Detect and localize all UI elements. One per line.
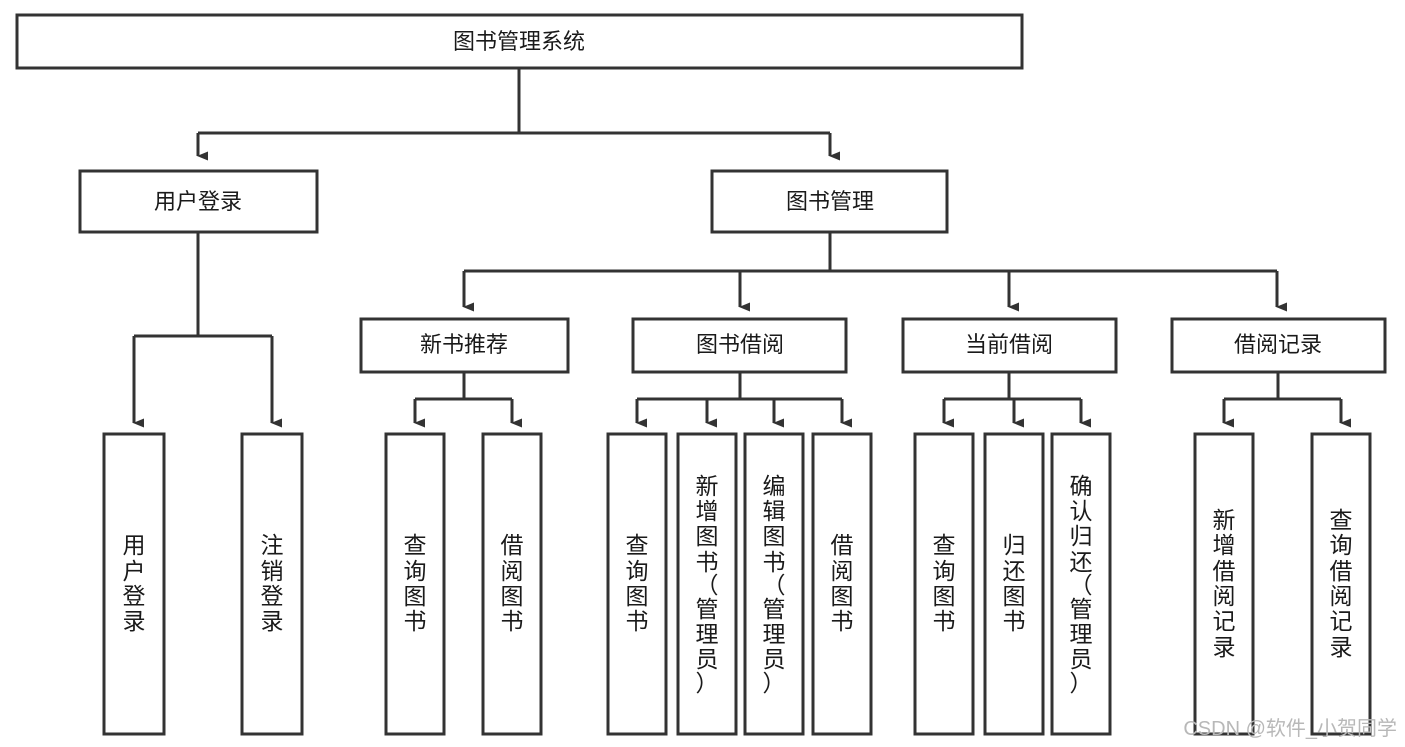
leaf-box-12[interactable] (1310, 432, 1372, 736)
node-root-box[interactable] (15, 13, 1024, 70)
leaf-boxes-group (102, 432, 1372, 736)
leaf-box-5[interactable] (676, 432, 738, 736)
connector-user-login-to-leaves (132, 232, 282, 428)
node-borrow-record-label: 借阅记录 (1234, 332, 1322, 357)
node-book-borrow[interactable]: 图书借阅 (631, 317, 848, 374)
connector-book-manage-to-level3 (462, 232, 1287, 312)
connector-book-borrow-to-leaves (635, 372, 852, 428)
node-new-book-rec-box[interactable] (359, 317, 570, 374)
node-new-book-rec-label: 新书推荐 (420, 332, 508, 357)
node-user-login[interactable]: 用户登录 (78, 169, 319, 234)
leaf-box-0[interactable] (102, 432, 166, 736)
connector-root-to-level2 (196, 68, 840, 161)
leaf-box-3[interactable] (481, 432, 543, 736)
leaf-box-9[interactable] (983, 432, 1045, 736)
leaf-box-4[interactable] (606, 432, 668, 736)
node-new-book-rec[interactable]: 新书推荐 (359, 317, 570, 374)
node-current-borrow[interactable]: 当前借阅 (901, 317, 1118, 374)
leaf-box-11[interactable] (1193, 432, 1255, 736)
leaf-box-6[interactable] (743, 432, 805, 736)
leaf-box-7[interactable] (811, 432, 873, 736)
leaf-box-1[interactable] (240, 432, 304, 736)
node-root[interactable]: 图书管理系统 (15, 13, 1024, 70)
leaf-box-2[interactable] (384, 432, 446, 736)
leaf-box-8[interactable] (913, 432, 975, 736)
node-current-borrow-box[interactable] (901, 317, 1118, 374)
node-current-borrow-label: 当前借阅 (965, 332, 1053, 357)
node-book-manage[interactable]: 图书管理 (710, 169, 949, 234)
node-book-manage-label: 图书管理 (786, 189, 874, 214)
node-book-borrow-label: 图书借阅 (696, 332, 784, 357)
connector-new-book-rec-to-leaves (413, 372, 522, 428)
node-root-label: 图书管理系统 (453, 29, 585, 54)
leaf-box-10[interactable] (1050, 432, 1112, 736)
connector-current-borrow-to-leaves (942, 372, 1091, 428)
watermark-text: CSDN @软件_小贺同学 (1183, 718, 1397, 740)
node-borrow-record[interactable]: 借阅记录 (1170, 317, 1387, 374)
node-borrow-record-box[interactable] (1170, 317, 1387, 374)
connector-borrow-record-to-leaves (1222, 372, 1351, 428)
node-user-login-label: 用户登录 (154, 189, 242, 214)
node-book-manage-box[interactable] (710, 169, 949, 234)
node-book-borrow-box[interactable] (631, 317, 848, 374)
